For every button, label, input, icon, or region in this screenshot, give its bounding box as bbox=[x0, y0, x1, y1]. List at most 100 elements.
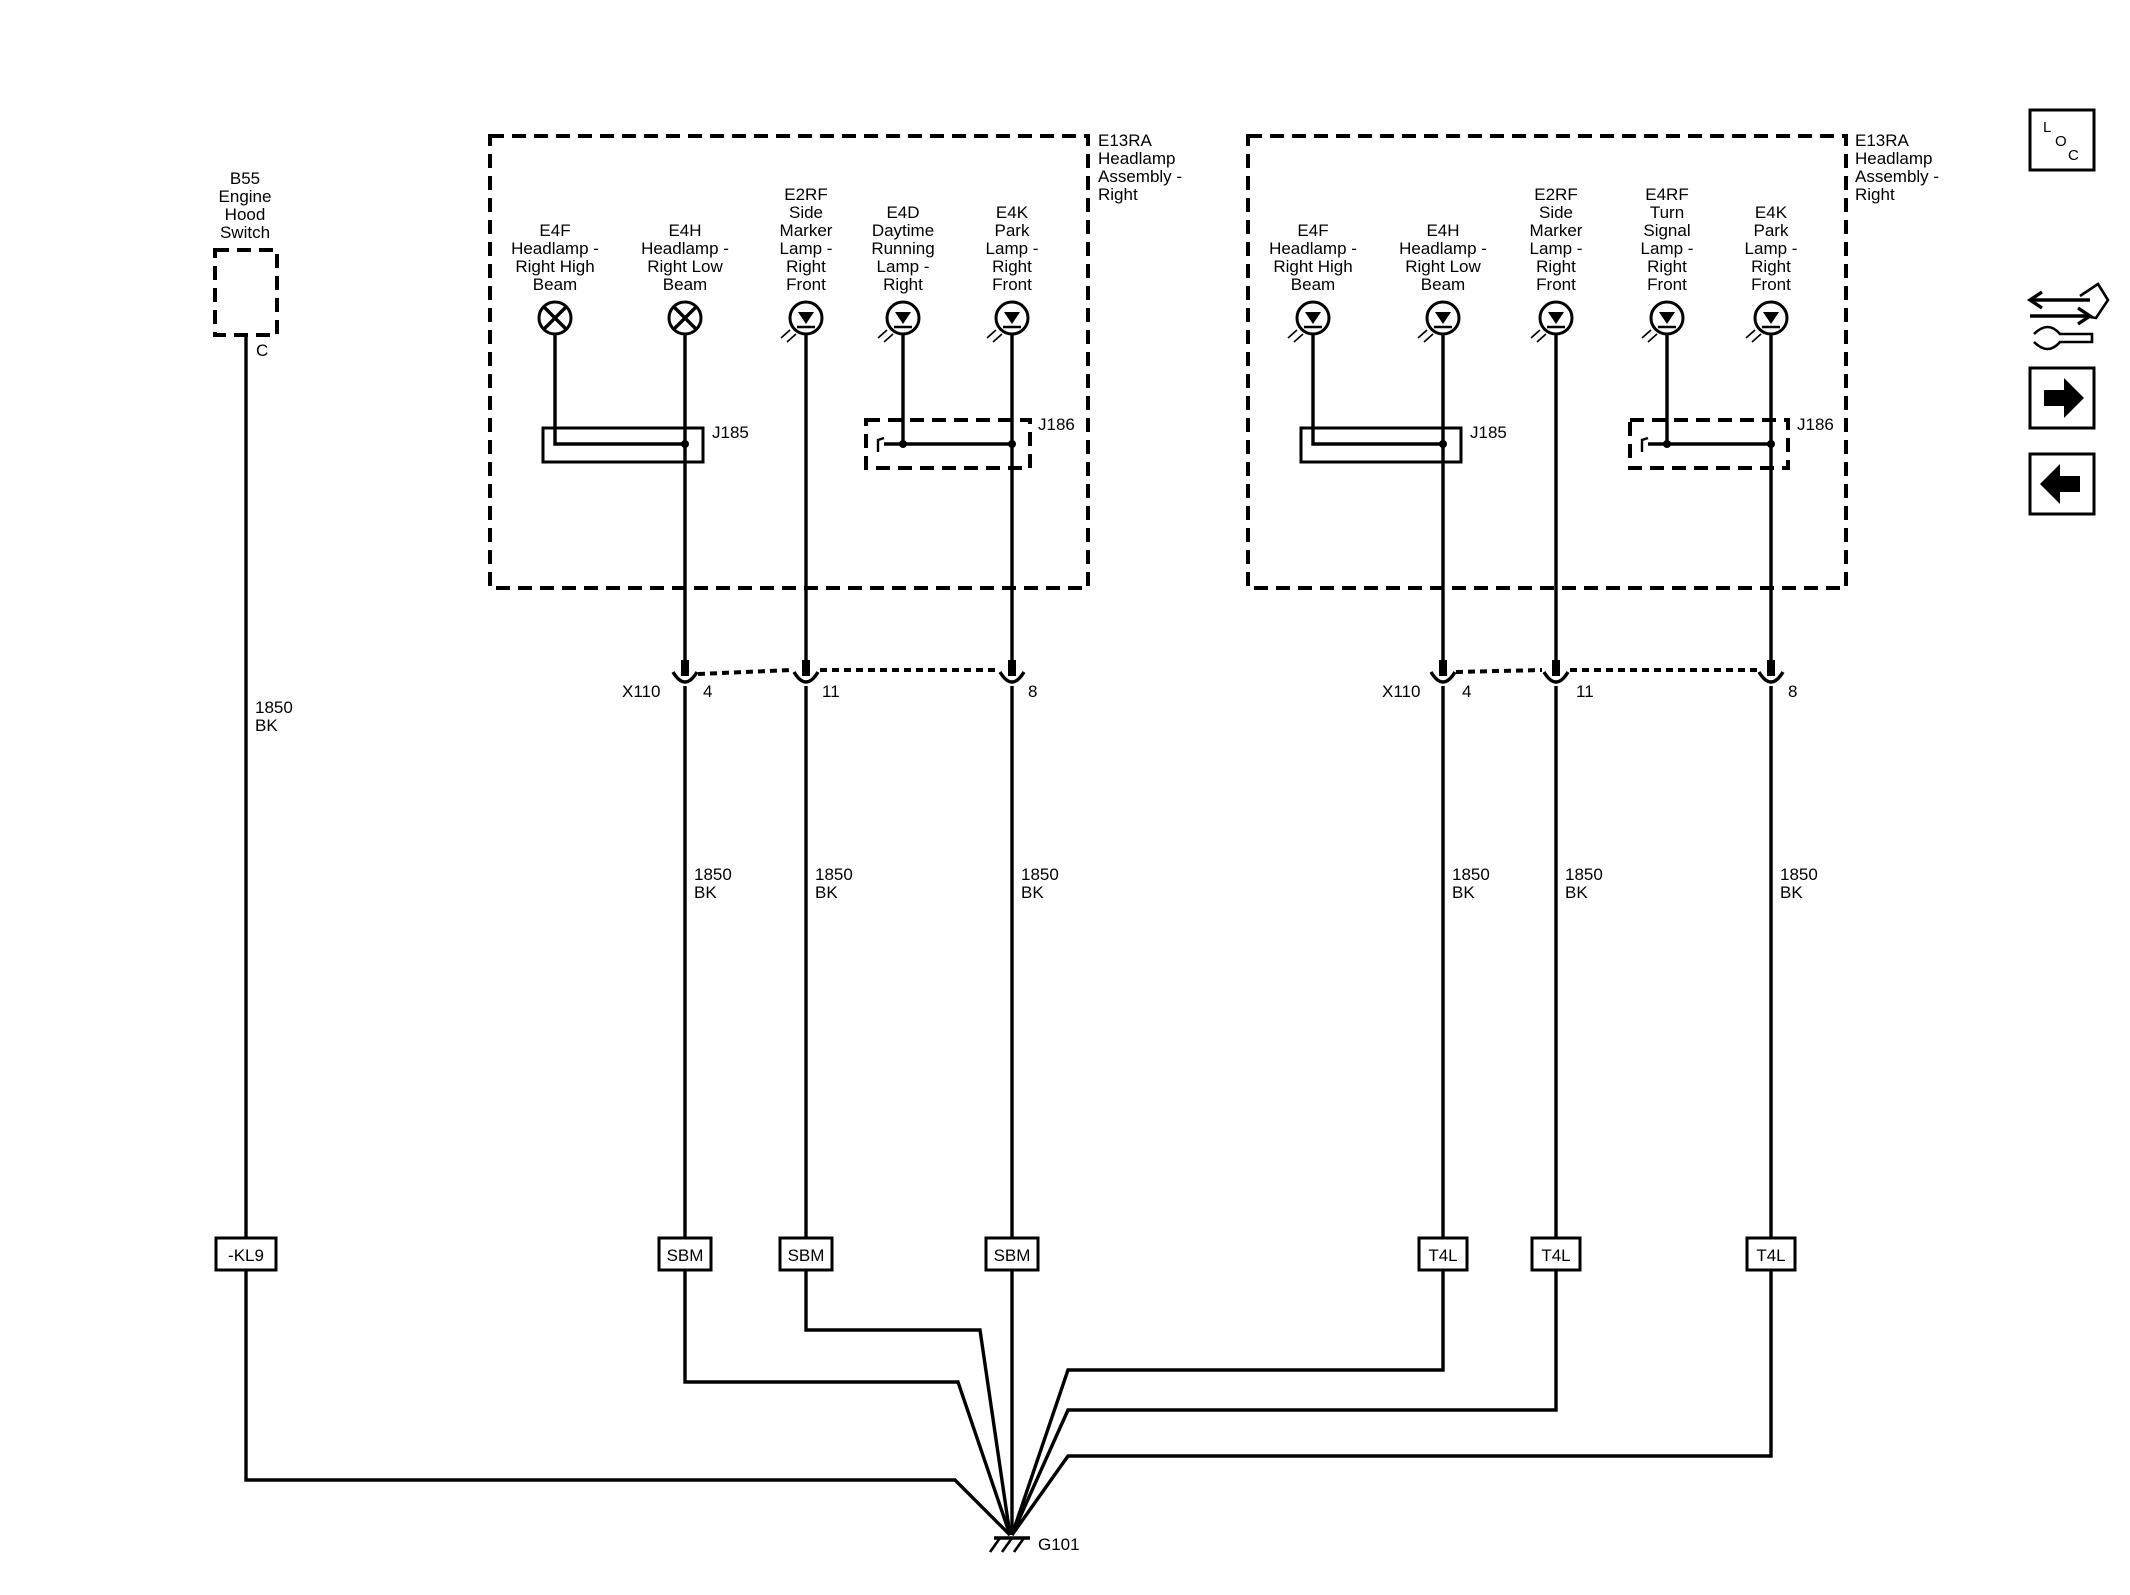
circuit-left-1: 1850 bbox=[694, 865, 732, 884]
assembly-left-name-2: Assembly - bbox=[1098, 167, 1182, 186]
option-box-sbm[interactable]: SBM bbox=[657, 1236, 713, 1272]
svg-text:SBM: SBM bbox=[667, 1246, 704, 1265]
svg-text:Marker: Marker bbox=[780, 221, 833, 240]
circuit-right-2: 1850 bbox=[1565, 865, 1603, 884]
svg-text:Right: Right bbox=[1536, 257, 1576, 276]
svg-text:-KL9: -KL9 bbox=[228, 1246, 264, 1265]
pin-8-left: 8 bbox=[1028, 682, 1037, 701]
svg-text:E2RF: E2RF bbox=[1534, 185, 1577, 204]
led-icon[interactable] bbox=[1530, 300, 1574, 343]
svg-text:T4L: T4L bbox=[1756, 1246, 1785, 1265]
svg-text:Beam: Beam bbox=[533, 275, 577, 294]
svg-text:Daytime: Daytime bbox=[872, 221, 934, 240]
assembly-left-id: E13RA bbox=[1098, 131, 1153, 150]
svg-text:Side: Side bbox=[789, 203, 823, 222]
assembly-right-name-2: Assembly - bbox=[1855, 167, 1939, 186]
option-box-t4l[interactable]: T4L bbox=[1745, 1236, 1797, 1272]
svg-text:Right Low: Right Low bbox=[647, 257, 723, 276]
splice-j186-right bbox=[1628, 418, 1790, 470]
svg-text:Beam: Beam bbox=[663, 275, 707, 294]
engine-hood-switch[interactable]: B55 Engine Hood Switch C bbox=[213, 169, 279, 360]
bulb-icon[interactable] bbox=[667, 300, 703, 336]
pin-4-right: 4 bbox=[1462, 682, 1471, 701]
pin-8-right: 8 bbox=[1788, 682, 1797, 701]
option-box-kl9[interactable]: -KL9 bbox=[214, 1236, 278, 1272]
svg-text:Right: Right bbox=[1751, 257, 1791, 276]
component-label-e2rf-right: E2RF Side Marker Lamp - Right Front bbox=[1530, 185, 1583, 294]
component-label-e4rf-right: E4RF Turn Signal Lamp - Right Front bbox=[1641, 185, 1694, 294]
svg-text:Lamp -: Lamp - bbox=[877, 257, 930, 276]
assembly-left-name-3: Right bbox=[1098, 185, 1138, 204]
pin-4-left: 4 bbox=[703, 682, 712, 701]
svg-text:Beam: Beam bbox=[1421, 275, 1465, 294]
svg-text:Headlamp -: Headlamp - bbox=[511, 239, 599, 258]
svg-text:Signal: Signal bbox=[1643, 221, 1690, 240]
component-label-e4d-left: E4D Daytime Running Lamp - Right bbox=[871, 203, 934, 294]
ground-icon bbox=[988, 1536, 1030, 1553]
next-arrow-icon[interactable] bbox=[2028, 366, 2096, 430]
circuit-right-3: 1850 bbox=[1780, 865, 1818, 884]
svg-text:E4H: E4H bbox=[1426, 221, 1459, 240]
led-icon[interactable] bbox=[986, 300, 1030, 343]
led-icon[interactable] bbox=[1745, 300, 1789, 343]
assembly-right-name-3: Right bbox=[1855, 185, 1895, 204]
svg-text:Running: Running bbox=[871, 239, 934, 258]
svg-text:Lamp -: Lamp - bbox=[780, 239, 833, 258]
splice-j185-right-label: J185 bbox=[1470, 423, 1507, 442]
svg-text:Lamp -: Lamp - bbox=[986, 239, 1039, 258]
svg-text:Beam: Beam bbox=[1291, 275, 1335, 294]
connector-x110-right-id: X110 bbox=[1382, 682, 1420, 701]
svg-text:E4RF: E4RF bbox=[1645, 185, 1688, 204]
wire-e4f-right bbox=[1311, 334, 1443, 446]
component-label-e4f-left: E4F Headlamp - Right High Beam bbox=[511, 221, 599, 294]
led-icon[interactable] bbox=[1287, 300, 1331, 343]
option-box-sbm[interactable]: SBM bbox=[778, 1236, 834, 1272]
option-box-t4l[interactable]: T4L bbox=[1530, 1236, 1582, 1272]
wire-e4f-left bbox=[553, 334, 685, 446]
svg-text:Side: Side bbox=[1539, 203, 1573, 222]
svg-text:E4K: E4K bbox=[1755, 203, 1788, 222]
loc-button[interactable]: L O C bbox=[2028, 108, 2096, 172]
svg-text:T4L: T4L bbox=[1541, 1246, 1570, 1265]
led-icon[interactable] bbox=[780, 300, 824, 343]
svg-text:Front: Front bbox=[1751, 275, 1791, 294]
led-icon[interactable] bbox=[1641, 300, 1685, 343]
svg-text:Park: Park bbox=[1754, 221, 1789, 240]
ground-label: G101 bbox=[1038, 1535, 1080, 1554]
component-label-e4k-right: E4K Park Lamp - Right Front bbox=[1745, 203, 1798, 294]
svg-text:E4F: E4F bbox=[539, 221, 570, 240]
option-box-sbm[interactable]: SBM bbox=[984, 1236, 1040, 1272]
switch-name-1: Engine bbox=[219, 187, 272, 206]
switch-name-2: Hood bbox=[225, 205, 266, 224]
connector-x110-right[interactable] bbox=[1429, 660, 1785, 684]
color-left-2: BK bbox=[815, 883, 838, 902]
switch-outline bbox=[213, 248, 279, 337]
color-right-3: BK bbox=[1780, 883, 1803, 902]
led-icon[interactable] bbox=[877, 300, 921, 343]
previous-arrow-icon[interactable] bbox=[2028, 452, 2096, 516]
svg-text:E2RF: E2RF bbox=[784, 185, 827, 204]
switch-wire-circuit: 1850 bbox=[255, 698, 293, 717]
connector-x110-left[interactable] bbox=[671, 660, 1026, 684]
svg-text:Headlamp -: Headlamp - bbox=[1399, 239, 1487, 258]
led-icon[interactable] bbox=[1417, 300, 1461, 343]
color-left-3: BK bbox=[1021, 883, 1044, 902]
svg-text:SBM: SBM bbox=[994, 1246, 1031, 1265]
switch-pin: C bbox=[256, 341, 268, 360]
bulb-icon[interactable] bbox=[537, 300, 573, 336]
svg-text:L: L bbox=[2043, 119, 2051, 136]
headlamp-assembly-right-outline bbox=[1246, 134, 1848, 590]
switch-wire-color: BK bbox=[255, 716, 278, 735]
circuit-right-1: 1850 bbox=[1452, 865, 1490, 884]
svg-text:Lamp -: Lamp - bbox=[1745, 239, 1798, 258]
svg-text:Right: Right bbox=[1647, 257, 1687, 276]
circuit-left-3: 1850 bbox=[1021, 865, 1059, 884]
svg-text:SBM: SBM bbox=[788, 1246, 825, 1265]
svg-text:C: C bbox=[2068, 147, 2079, 164]
option-box-t4l[interactable]: T4L bbox=[1417, 1236, 1469, 1272]
connector-swap-icon[interactable] bbox=[2026, 282, 2110, 351]
splice-j186-right-label: J186 bbox=[1797, 415, 1834, 434]
component-label-e4h-right: E4H Headlamp - Right Low Beam bbox=[1399, 221, 1487, 294]
svg-text:Right: Right bbox=[786, 257, 826, 276]
